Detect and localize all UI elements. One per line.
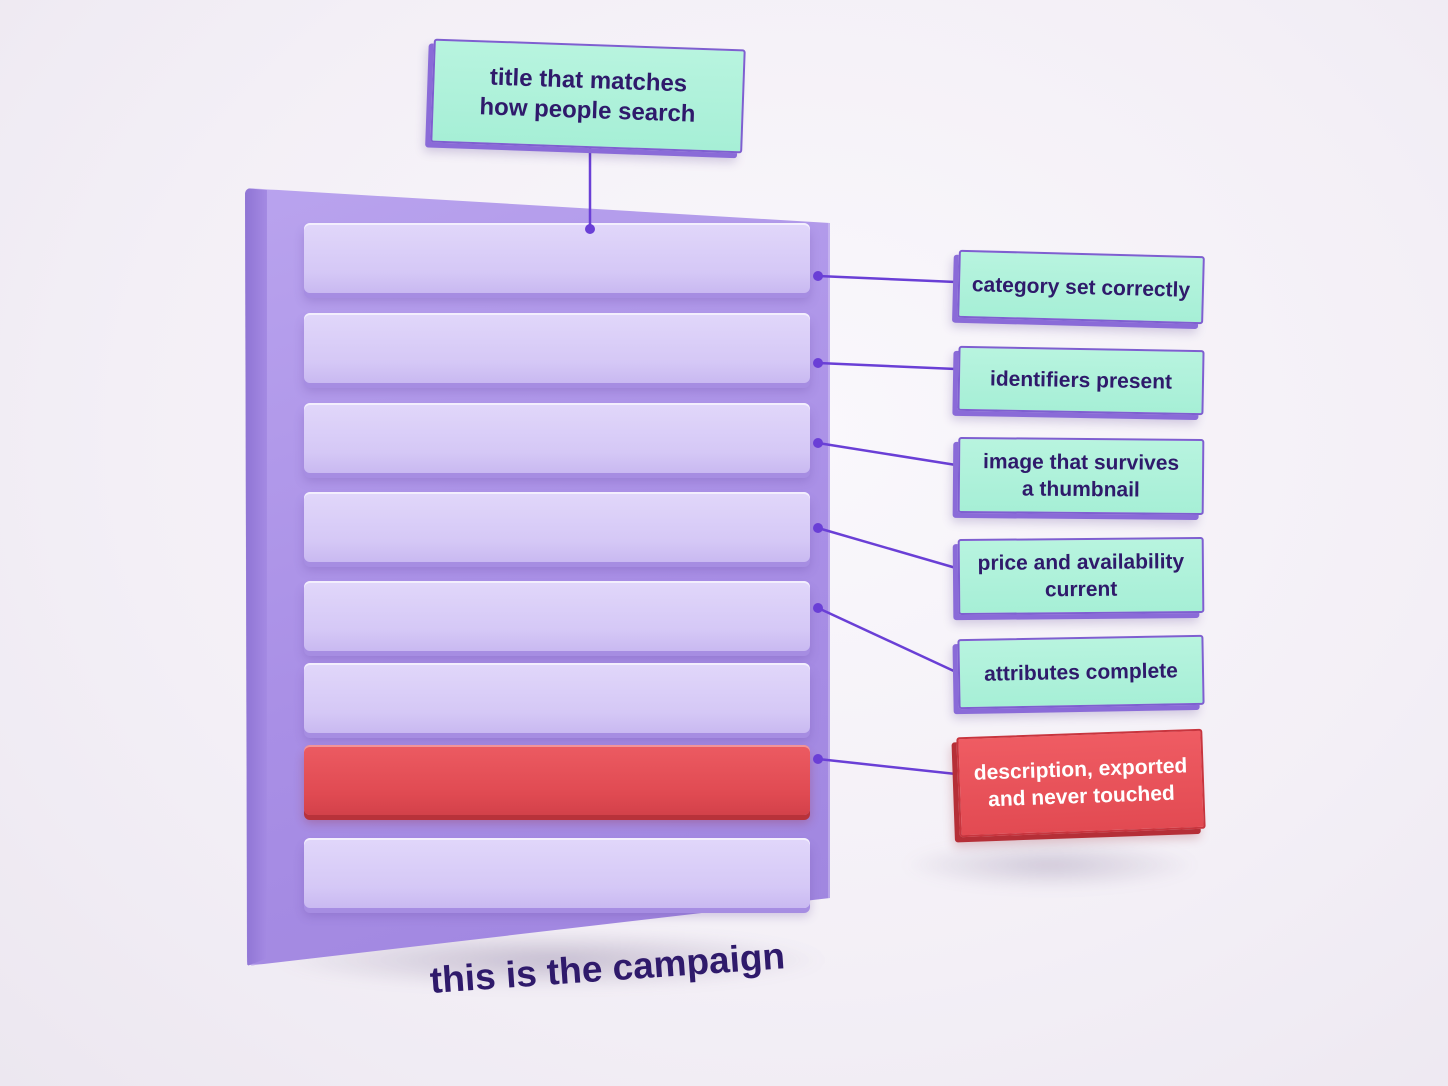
row-attributes xyxy=(304,663,810,733)
row-description-problem xyxy=(304,745,810,815)
label-attributes: attributes complete xyxy=(957,634,1205,710)
row-price-availability xyxy=(304,581,810,651)
row-bottom xyxy=(304,838,810,908)
connector-category xyxy=(817,274,957,284)
label-line-1: title that matches xyxy=(489,63,688,98)
row-image xyxy=(304,492,810,562)
row-title xyxy=(304,223,810,293)
row-category xyxy=(304,313,810,383)
card-shadow xyxy=(900,840,1200,890)
label-title-search-text: title that matches how people search xyxy=(479,62,697,130)
connector-identifiers xyxy=(817,361,957,371)
label-price-line-1: price and availability xyxy=(977,550,1185,575)
slab-side-edge xyxy=(245,188,267,966)
label-description-line-1: description, exported xyxy=(973,754,1188,785)
connector-attributes xyxy=(817,606,957,674)
row-identifiers xyxy=(304,403,810,473)
label-identifiers: identifiers present xyxy=(957,345,1205,416)
label-image: image that survives a thumbnail xyxy=(957,436,1205,516)
label-line-2: how people search xyxy=(479,93,696,128)
label-identifiers-text: identifiers present xyxy=(989,367,1173,394)
label-category-text: category set correctly xyxy=(971,272,1191,302)
label-image-line-2: a thumbnail xyxy=(1021,477,1140,502)
label-attributes-text: attributes complete xyxy=(983,658,1179,686)
connector-price xyxy=(817,526,957,570)
label-category: category set correctly xyxy=(957,249,1205,325)
label-description-problem: description, exported and never touched xyxy=(956,728,1206,838)
label-price-availability: price and availability current xyxy=(957,536,1205,616)
connector-description xyxy=(817,757,957,776)
connector-image xyxy=(817,441,957,467)
label-price-line-2: current xyxy=(1044,577,1118,602)
label-title-search: title that matches how people search xyxy=(430,38,746,154)
label-description-line-2: and never touched xyxy=(987,781,1176,812)
label-image-line-1: image that survives xyxy=(982,450,1180,475)
